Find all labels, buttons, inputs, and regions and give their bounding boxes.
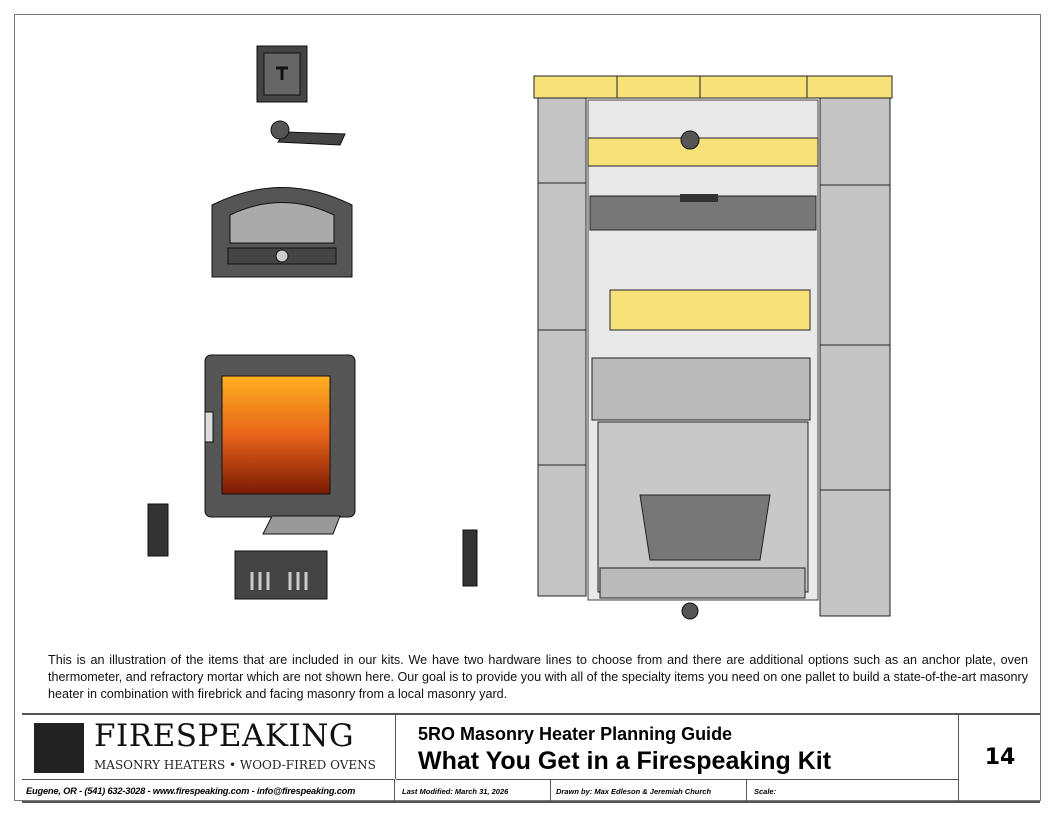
air-inlet-right-icon xyxy=(462,529,478,587)
page-title: What You Get in a Firespeaking Kit xyxy=(418,747,832,775)
logo-tree-icon xyxy=(34,723,84,773)
page-number: 14 xyxy=(958,715,1041,801)
logo-tagline: MASONRY HEATERS • WOOD-FIRED OVENS xyxy=(94,758,376,772)
meta-row: Last Modified: March 31, 2026 Drawn by: … xyxy=(396,779,958,802)
divider xyxy=(746,780,747,802)
guide-subtitle: 5RO Masonry Heater Planning Guide xyxy=(418,724,733,744)
drawn-by: Drawn by: Max Edleson & Jeremiah Church xyxy=(556,787,712,796)
ash-grate-icon xyxy=(262,515,341,535)
divider xyxy=(550,780,551,802)
ash-door-icon xyxy=(234,550,328,600)
title-block: FIRESPEAKING MASONRY HEATERS • WOOD-FIRE… xyxy=(22,713,1040,803)
damper-handle-icon xyxy=(270,120,346,146)
firespeaking-logo: FIRESPEAKING MASONRY HEATERS • WOOD-FIRE… xyxy=(22,715,396,779)
kit-illustration xyxy=(147,45,893,620)
oven-door-icon xyxy=(211,187,353,278)
description-text: This is an illustration of the items tha… xyxy=(48,653,1028,701)
firebox-door-icon xyxy=(204,354,356,518)
cleanout-door-icon xyxy=(256,45,308,103)
page-frame xyxy=(14,14,1041,801)
last-modified: Last Modified: March 31, 2026 xyxy=(402,787,509,796)
heater-core-illustration xyxy=(533,75,893,620)
contact-info: Eugene, OR - (541) 632-3028 - www.firesp… xyxy=(22,779,395,801)
air-inlet-left-icon xyxy=(147,503,169,557)
title-area: 5RO Masonry Heater Planning Guide What Y… xyxy=(396,715,958,779)
logo-brand: FIRESPEAKING xyxy=(94,718,355,754)
scale-label: Scale: xyxy=(754,787,777,796)
